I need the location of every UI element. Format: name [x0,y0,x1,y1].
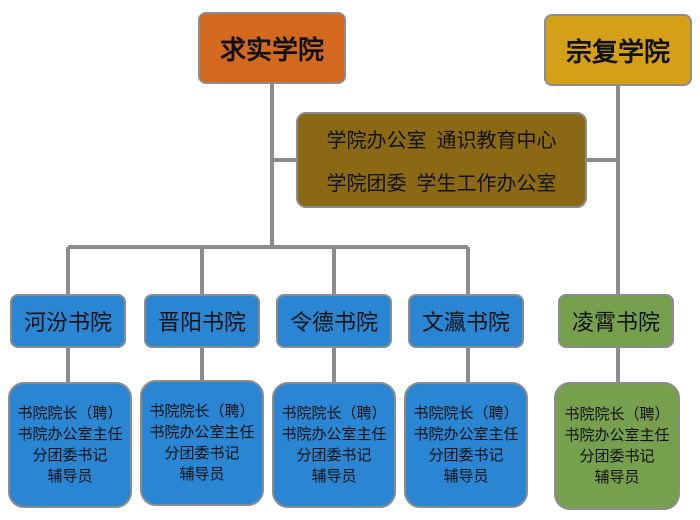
offices-box: 学院办公室 通识教育中心 学院团委 学生工作办公室 [296,112,587,208]
role-label: 书院办公室主任 [17,425,123,443]
college-box-jinyang: 晋阳书院 [144,294,260,348]
college-label: 文瀛书院 [421,311,510,336]
role-label: 书院办公室主任 [413,425,519,443]
role-label: 书院办公室主任 [149,423,255,441]
role-label: 辅导员 [179,465,225,483]
office-label: 学院团委 [326,171,407,195]
role-label: 书院院长（聘） [17,404,123,422]
college-label: 河汾书院 [23,311,112,336]
role-label: 书院院长（聘） [564,405,670,423]
office-label: 通识教育中心 [436,128,557,152]
role-label: 分团委书记 [296,446,372,464]
roles-box-jinyang: 书院院长（聘） 书院办公室主任 分团委书记 辅导员 [140,380,264,506]
college-label: 令德书院 [289,311,378,336]
role-label: 辅导员 [47,467,93,485]
role-label: 书院院长（聘） [149,402,255,420]
role-label: 书院办公室主任 [281,425,387,443]
role-label: 分团委书记 [32,446,108,464]
zongfu-college-box: 宗复学院 [544,14,692,86]
college-label: 晋阳书院 [157,311,246,336]
qiushi-college-box: 求实学院 [198,12,346,84]
role-label: 分团委书记 [579,447,655,465]
role-label: 分团委书记 [428,446,504,464]
role-label: 书院院长（聘） [413,404,519,422]
roles-box-wenying: 书院院长（聘） 书院办公室主任 分团委书记 辅导员 [404,382,528,508]
qiushi-college-label: 求实学院 [219,35,324,66]
role-label: 书院办公室主任 [564,426,670,444]
role-label: 辅导员 [594,468,640,486]
role-label: 辅导员 [311,467,357,485]
role-label: 分团委书记 [164,444,240,462]
office-label: 学院办公室 [326,128,427,152]
college-box-lingde: 令德书院 [276,294,392,348]
office-label: 学生工作办公室 [416,171,557,195]
roles-box-lingde: 书院院长（聘） 书院办公室主任 分团委书记 辅导员 [272,382,396,508]
roles-box-lingxiao: 书院院长（聘） 书院办公室主任 分团委书记 辅导员 [554,382,680,510]
role-label: 书院院长（聘） [281,404,387,422]
college-box-wenying: 文瀛书院 [408,294,524,348]
roles-box-hefen: 书院院长（聘） 书院办公室主任 分团委书记 辅导员 [8,382,132,508]
zongfu-college-label: 宗复学院 [565,37,670,68]
college-box-hefen: 河汾书院 [10,294,126,348]
college-box-lingxiao: 凌霄书院 [558,294,674,348]
college-label: 凌霄书院 [571,311,660,336]
role-label: 辅导员 [443,467,489,485]
